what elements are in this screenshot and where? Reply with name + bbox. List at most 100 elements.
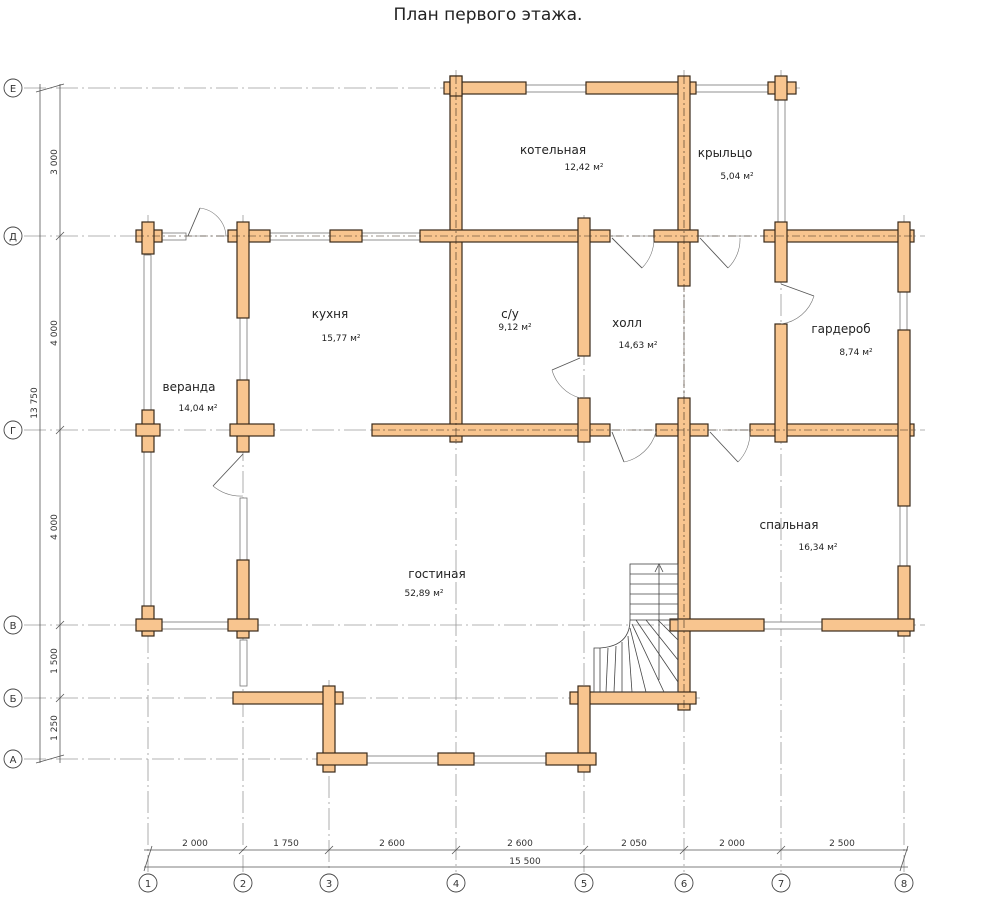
wall-g-veranda — [135, 423, 161, 437]
left-tick-d — [55, 231, 65, 241]
room-kryltso-area: 5,04 м² — [720, 172, 754, 182]
row-marker-v-label: В — [10, 621, 17, 632]
left-tick-e — [35, 83, 65, 93]
wall-col2-top — [236, 221, 250, 319]
room-wc-area: 9,12 м² — [498, 323, 532, 333]
door-wardrobe-arc — [780, 295, 815, 325]
left-dim-5: 1 250 — [50, 715, 60, 741]
row-marker-e — [3, 78, 23, 98]
col-marker-2-label: 2 — [240, 879, 246, 890]
walls — [135, 75, 915, 773]
bottom-tick-1 — [143, 845, 153, 872]
row-marker-b — [3, 688, 23, 708]
room-labels: котельная 12,42 м² крыльцо 5,04 м² кухня… — [163, 143, 873, 599]
col-marker-7-label: 7 — [778, 879, 784, 890]
left-dim-total: 13 750 — [30, 387, 40, 419]
wall-v-col2 — [227, 618, 259, 632]
wall-b-left — [232, 691, 344, 705]
stair-arrowhead — [654, 563, 664, 573]
bottom-dimensions: 2 000 1 750 2 600 2 600 2 050 2 000 2 50… — [143, 839, 909, 872]
col-marker-5 — [574, 873, 594, 893]
col-marker-7 — [771, 873, 791, 893]
room-hall-name: холл — [612, 316, 642, 330]
wall-col5-low — [577, 685, 591, 773]
window-veranda-top — [159, 232, 187, 241]
room-living-name: гостиная — [408, 567, 465, 581]
door-veranda-arc — [199, 207, 227, 237]
room-wc-name: с/у — [501, 307, 519, 321]
stair-winder-8 — [635, 619, 679, 683]
room-kotelnaya-area: 12,42 м² — [564, 163, 603, 173]
wall-col2-mid — [236, 379, 250, 453]
left-dim-3: 4 000 — [50, 514, 60, 540]
stair-winder-outline — [593, 619, 679, 693]
left-tick-a — [35, 754, 65, 764]
room-veranda-area: 14,04 м² — [178, 404, 217, 414]
wall-g-col2 — [229, 423, 275, 437]
wall-e-1 — [443, 81, 527, 95]
left-dim-2: 4 000 — [50, 320, 60, 346]
stair-winder-5 — [627, 635, 633, 693]
wall-col5-top — [577, 217, 591, 357]
row-marker-d-label: Д — [9, 232, 17, 243]
grid-axes — [24, 70, 925, 872]
bottom-tick-5 — [579, 845, 589, 855]
window-porch-right — [777, 99, 786, 225]
col-marker-1-label: 1 — [145, 879, 151, 890]
bottom-tick-6 — [679, 845, 689, 855]
wall-v-veranda-left — [135, 618, 163, 632]
row-marker-a-label: А — [10, 755, 17, 766]
room-bedroom-name: спальная — [760, 518, 819, 532]
room-veranda-name: веранда — [163, 380, 216, 394]
wall-a-right — [545, 752, 597, 766]
left-dim-4: 1 500 — [50, 648, 60, 674]
window-kotelnaya-1 — [525, 84, 587, 93]
door-living-left-leaf — [212, 453, 244, 487]
window-wardrobe-right — [899, 291, 908, 331]
stair-winder-2 — [605, 647, 609, 693]
plan-title: План первого этажа. — [394, 5, 583, 25]
col-marker-2 — [233, 873, 253, 893]
room-bedroom-area: 16,34 м² — [798, 543, 837, 553]
window-kryltso — [695, 84, 771, 93]
wall-a-left — [316, 752, 368, 766]
col-marker-6 — [674, 873, 694, 893]
door-veranda-leaf — [187, 207, 201, 237]
wall-col5-lower — [577, 397, 591, 443]
bottom-dim-5: 2 050 — [621, 839, 647, 849]
col-marker-8-label: 8 — [901, 879, 907, 890]
window-kitchen-2 — [361, 232, 423, 241]
room-kitchen-name: кухня — [312, 307, 349, 321]
wall-col7-top — [774, 221, 788, 283]
door-living-left-arc — [212, 485, 244, 497]
wall-col3-low — [322, 685, 336, 773]
wall-v-right — [821, 618, 915, 632]
bottom-dim-6: 2 000 — [719, 839, 745, 849]
bottom-dim-1: 2 000 — [182, 839, 208, 849]
row-marker-v — [3, 615, 23, 635]
column-axis-markers: 1 2 3 4 5 6 7 8 — [138, 873, 914, 893]
room-kotelnaya-name: котельная — [520, 143, 586, 157]
left-dimensions: 3 000 4 000 4 000 1 500 1 250 13 750 — [30, 83, 65, 764]
window-veranda-bottom — [161, 621, 229, 630]
wall-v-col6 — [669, 618, 765, 632]
col-marker-5-label: 5 — [581, 879, 587, 890]
window-veranda-left-1 — [143, 254, 152, 411]
col-marker-6-label: 6 — [681, 879, 687, 890]
wall-a-mid — [437, 752, 475, 766]
left-tick-g — [55, 425, 65, 435]
wall-col8-top — [897, 221, 911, 293]
window-living-2 — [473, 755, 547, 764]
row-marker-e-label: Е — [10, 84, 16, 95]
bottom-tick-8 — [899, 845, 909, 872]
door-hall-top-leaf — [611, 237, 643, 269]
window-living-left — [239, 639, 248, 687]
bottom-tick-4 — [451, 845, 461, 855]
wall-d-post-1 — [141, 221, 155, 255]
bottom-dim-total: 15 500 — [509, 857, 541, 867]
row-marker-g — [3, 420, 23, 440]
window-veranda-lower — [239, 497, 248, 561]
bottom-tick-2 — [238, 845, 248, 855]
col-marker-3-label: 3 — [326, 879, 332, 890]
